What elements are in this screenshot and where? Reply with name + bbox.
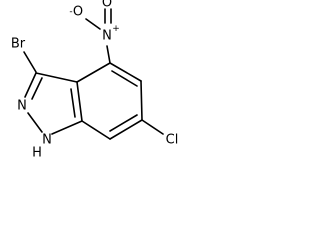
- atom-nh: N: [42, 133, 52, 148]
- bond-c3a-c7a: [76, 81, 83, 122]
- n-nitro-charge: +: [112, 24, 120, 34]
- o-left-charge: -: [69, 7, 72, 17]
- bond-c6-c7: [109, 119, 143, 140]
- bond-n2-n1: [27, 112, 43, 133]
- bond-c7-c7a: [81, 120, 111, 140]
- bond-c3-n2-double: [31, 77, 43, 100]
- bond-c4-c5: [109, 62, 142, 82]
- bonds: [23, 8, 164, 140]
- bond-c5-c6: [140, 80, 143, 121]
- bond-c3a-c4: [76, 62, 111, 83]
- atom-labels: Br N N H N + O O - Cl: [11, 0, 178, 161]
- atom-nh-h: H: [32, 146, 42, 161]
- bond-c3a-c7a-double: [70, 88, 76, 118]
- atom-o-left: O: [73, 5, 83, 20]
- bond-br-c3: [23, 51, 37, 73]
- bond-c6-cl: [141, 119, 164, 135]
- atom-cl: Cl: [166, 133, 179, 148]
- bond-nnitro-oleft: [85, 18, 101, 30]
- bond-c4-nnitro: [106, 45, 111, 64]
- bond-c4-c5-double: [111, 70, 138, 87]
- atom-br: Br: [11, 37, 26, 52]
- bond-c6-c7-double: [109, 114, 138, 132]
- bond-c3-n2: [24, 72, 37, 98]
- chemical-structure-diagram: Br N N H N + O O - Cl: [11, 0, 178, 161]
- atom-n-nitro: N: [102, 29, 112, 44]
- atom-o-top: O: [102, 0, 112, 11]
- atom-n-ring: N: [17, 99, 27, 114]
- bond-c3-c3a: [35, 72, 78, 83]
- bond-n1-c7a: [51, 120, 83, 135]
